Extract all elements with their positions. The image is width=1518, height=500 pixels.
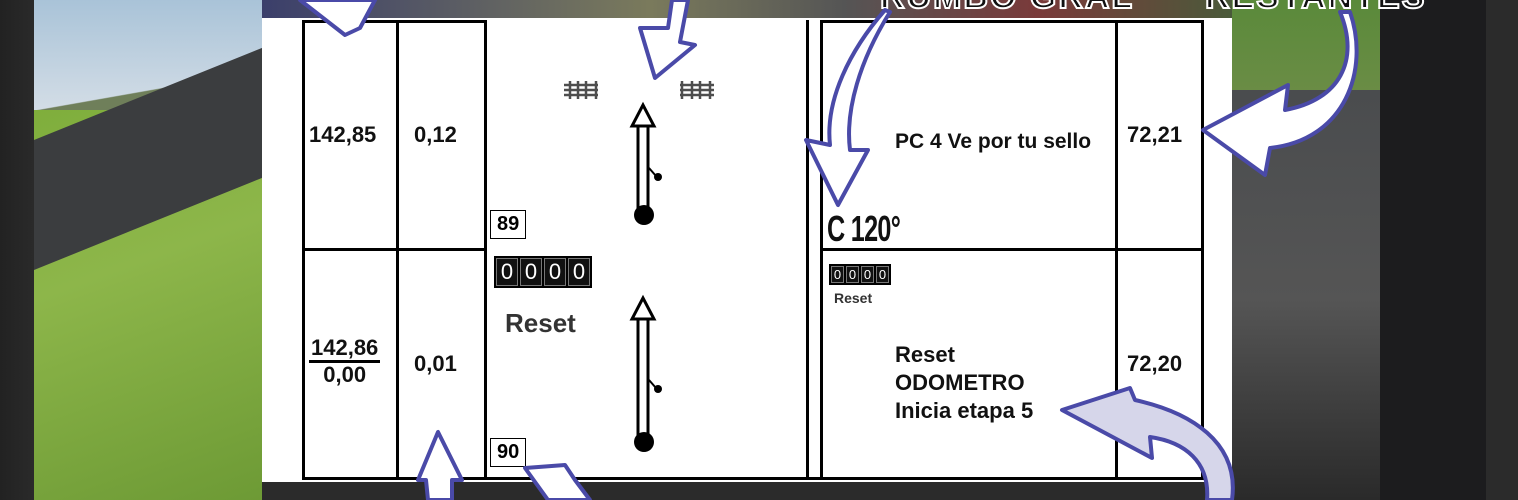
partial-distance: 0,12 — [414, 122, 457, 147]
odometer-digit: 0 — [496, 258, 518, 286]
grid-line — [820, 248, 1204, 251]
odometer-digit: 0 — [568, 258, 590, 286]
grid-line — [302, 477, 1204, 480]
odometer-digit: 0 — [831, 266, 844, 283]
arrow-up-left-icon — [523, 463, 592, 500]
title-restantes: RESTANTES — [1204, 0, 1426, 17]
odometer-digit: 0 — [846, 266, 859, 283]
partial-distance: 0,01 — [414, 351, 457, 376]
straight-arrow-fence-icon — [564, 81, 714, 225]
odometer-digit: 0 — [520, 258, 542, 286]
title-rumbo: RUMBO GRAL — [879, 0, 1134, 17]
box-number: 89 — [490, 210, 527, 239]
total-distance: 142,85 — [309, 122, 377, 147]
grid-line — [820, 20, 1204, 23]
curved-arrow-down-icon — [804, 8, 892, 207]
bottom-strip — [262, 482, 1232, 500]
small-odometer-display: 0 0 0 0 — [829, 264, 891, 285]
frame-edge — [1486, 0, 1518, 500]
small-odometer-reset-label: Reset — [834, 290, 873, 306]
curved-arrow-left-icon — [1060, 386, 1235, 500]
heading-cap: C 120° — [827, 208, 901, 249]
remaining-distance: 72,21 — [1127, 122, 1183, 147]
grid-line — [302, 248, 487, 251]
top-strip — [262, 0, 1232, 18]
curved-arrow-left-icon — [1201, 10, 1359, 177]
motorcycle-mirror — [1380, 0, 1490, 500]
note-text: PC 4 Ve por tu sello — [895, 130, 1092, 153]
note-text: Reset ODOMETRO Inicia etapa 5 — [895, 341, 1033, 425]
grid-line — [806, 20, 809, 480]
odometer-display: 0 0 0 0 — [494, 256, 592, 288]
total-top: 142,86 — [309, 336, 381, 363]
grid-line — [302, 20, 484, 23]
note-line: ODOMETRO — [895, 370, 1025, 395]
roadbook-page: 142,85 0,12 89 PC 4 Ve por tu sello C 12… — [262, 18, 1232, 482]
odometer-digit: 0 — [544, 258, 566, 286]
box-number: 90 — [490, 438, 527, 467]
odometer-digit: 0 — [861, 266, 874, 283]
total-distance-fraction: 142,86 0,00 — [309, 336, 381, 387]
arrow-up-icon — [416, 430, 464, 500]
remaining-distance: 72,20 — [1127, 351, 1183, 376]
odometer-digit: 0 — [876, 266, 889, 283]
total-bottom: 0,00 — [323, 362, 367, 387]
odometer-reset-label: Reset — [505, 308, 576, 338]
straight-arrow-icon — [629, 294, 662, 452]
arrow-down-icon — [298, 0, 377, 37]
note-line: Reset — [895, 342, 955, 367]
arrow-down-icon — [638, 0, 697, 80]
note-line: Inicia etapa 5 — [895, 398, 1034, 423]
